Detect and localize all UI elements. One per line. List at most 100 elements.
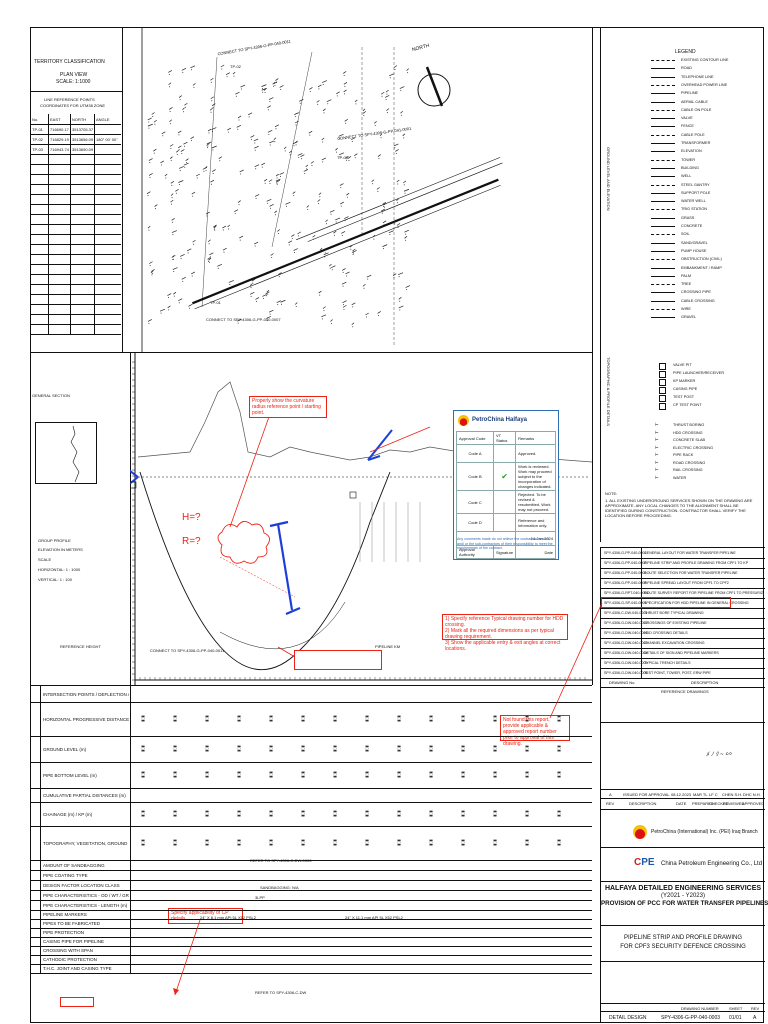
coord-row (30, 224, 121, 235)
plan-survey-svg (141, 27, 503, 352)
legend-item: SUPPORT POLE (651, 190, 763, 198)
ref-divider (641, 638, 642, 648)
coord-divider (94, 284, 95, 294)
data-glyph: ▮▯▮ (172, 715, 178, 722)
legend-text: SAND/GRAVEL (681, 240, 708, 245)
data-glyph: ▮▯▮ (492, 771, 498, 778)
data-glyph: ▮▯▮ (556, 745, 562, 752)
coord-divider (48, 294, 49, 304)
rev-header-row: REV DESCRIPTION DATE PREPARED CHECKED RE… (601, 798, 765, 810)
crossing-note: 1) Specify reference Typical drawing num… (442, 614, 568, 652)
row-label-divider (130, 686, 131, 702)
ref-head-row: DRAWING No.DESCRIPTION (601, 678, 765, 688)
coord-divider (48, 134, 49, 144)
legend-mid-symbol (659, 371, 666, 378)
legend-symbol (651, 309, 675, 310)
row-num-divider (40, 946, 41, 955)
data-glyph: ▮▯▮ (524, 839, 530, 846)
coord-row (30, 254, 121, 265)
legend-text: SUPPORT POLE (681, 190, 711, 195)
row-label-divider (130, 919, 131, 928)
legend-text: TELEPHONE LINE (681, 74, 714, 79)
data-glyph: ▮▯▮ (428, 839, 434, 846)
ref-divider (641, 658, 642, 668)
coord-divider (94, 184, 95, 194)
data-glyph: ▮▯▮ (396, 810, 402, 817)
data-glyph: ▮▯▮ (396, 745, 402, 752)
petrochina-logo (458, 415, 469, 426)
legend-bottom-symbol: ⊢ (655, 429, 659, 435)
data-table-row: PIPELINE MARKERS (30, 910, 592, 920)
row-label-divider (130, 880, 131, 890)
data-glyph: ▮▯▮ (300, 810, 306, 817)
row-num-divider (40, 802, 41, 826)
data-glyph: ▮▯▮ (204, 771, 210, 778)
legend-text: PIPELINE (681, 91, 699, 96)
legend-bottom-text: WATER (673, 475, 687, 480)
data-table-row: DESIGN FACTOR LOCATION CLASS (30, 880, 592, 891)
data-glyph: ▮▯▮ (492, 715, 498, 722)
data-glyph: ▮▯▮ (460, 771, 466, 778)
coord-row (30, 284, 121, 295)
legend-bottom-symbol: ⊢ (655, 422, 659, 427)
legend-text: OVERHEAD POWER LINE (681, 82, 728, 87)
legend-symbol (651, 68, 675, 70)
pipeline-km-label: PIPELINE KM (375, 644, 401, 649)
legend-mid-text: VALVE PIT (673, 363, 692, 367)
rev-desc: ISSUED FOR APPROVAL (623, 792, 670, 797)
data-table-row: CUMULATIVE PARTIAL DISTANCES (m) (30, 788, 592, 803)
legend-symbol (651, 151, 675, 153)
legend-text: EMBANKMENT / RAMP (681, 265, 722, 270)
data-glyph: ▮▯▮ (556, 771, 562, 778)
coord-divider (94, 204, 95, 214)
coord-divider (48, 114, 49, 124)
coord-cell: 3513690.09 (72, 147, 94, 152)
legend-text: CONCRETE (681, 224, 703, 228)
data-glyph: ▮▯▮ (364, 715, 370, 722)
rev-date: 08.12.2023 (671, 792, 692, 797)
data-glyph: ▮▯▮ (460, 839, 466, 846)
rev-prep: MAR TL (693, 792, 708, 797)
legend-item: STEEL GANTRY (651, 182, 763, 190)
legend-mid-text: CASING PIPE (673, 387, 698, 391)
legend-item: EXISTING CONTOUR LINE (651, 57, 763, 65)
row-label: AMOUNT OF SANDBAGGING (43, 862, 105, 868)
coord-divider (70, 314, 71, 324)
legend-symbol (651, 126, 675, 128)
row-num-divider (40, 788, 41, 802)
coating-value: 3LPP (255, 895, 265, 900)
ref-divider (641, 668, 642, 678)
legend-symbol (651, 93, 675, 95)
legend-bottom-item: ⊢RAIL CROSSING (651, 467, 763, 474)
coord-divider (48, 144, 49, 154)
row-label-divider (130, 702, 131, 736)
coord-divider (94, 164, 95, 174)
data-glyph: ▮▯▮ (396, 771, 402, 778)
coord-cell: TP-02 (32, 137, 43, 142)
legend-bottom-text: RAIL CROSSING (673, 468, 703, 472)
legend-bottom-item: ⊢PIPE RACK (651, 452, 763, 459)
legend-text: AERIAL CABLE (681, 99, 708, 104)
coord-cell: NORTH (72, 117, 87, 122)
code-c: Code C (456, 490, 494, 514)
legend-bottom-symbol: ⊢ (655, 437, 659, 442)
data-glyph: ▮▯▮ (492, 839, 498, 846)
owner-logo (633, 825, 647, 839)
coord-divider (94, 264, 95, 274)
ref-number: SPY-4306-G-PP-040-0001 (604, 551, 647, 555)
group-profile-label: GROUP PROFILE (38, 538, 71, 543)
ref-divider (641, 558, 642, 568)
profile-svg (130, 352, 592, 685)
empty-note-box (294, 650, 382, 670)
ref-divider (641, 608, 642, 618)
legend-item: SAND/GRAVEL (651, 240, 763, 248)
row-num-divider (40, 826, 41, 860)
data-glyph: ▮▯▮ (396, 839, 402, 846)
data-glyph: ▮▯▮ (492, 810, 498, 817)
row-label-divider (130, 955, 131, 964)
